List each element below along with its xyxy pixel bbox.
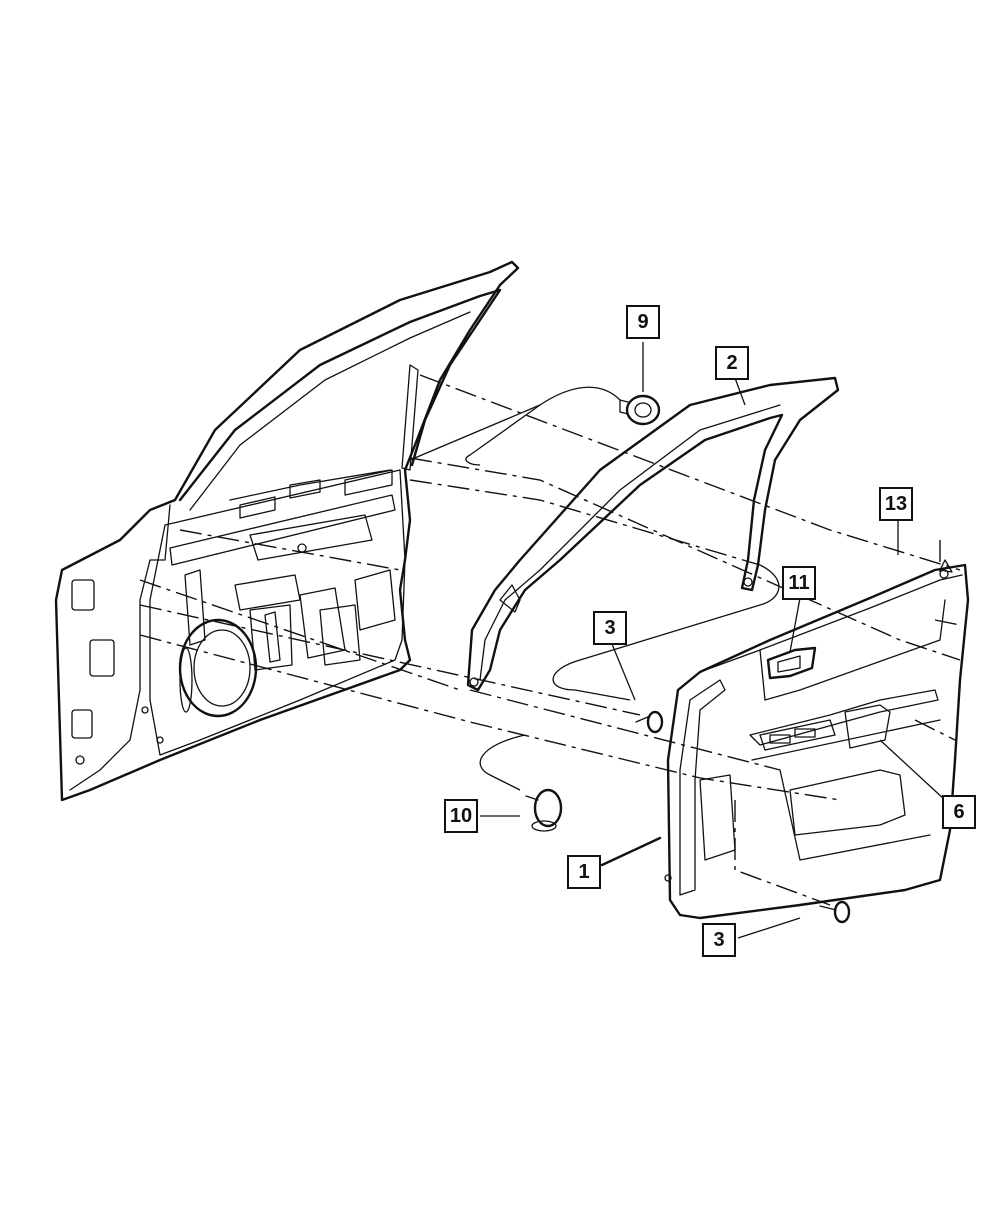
- door-shell: [54, 260, 520, 802]
- clip-part-10: [525, 788, 563, 832]
- callout-part-10: 10: [444, 799, 478, 833]
- belt-weatherstrip-part-2: [466, 376, 840, 692]
- push-pin-part-3-lower: [819, 900, 851, 924]
- callout-part-1: 1: [567, 855, 601, 889]
- callout-part-9: 9: [626, 305, 660, 339]
- grommet-part-9: [619, 394, 661, 426]
- callout-part-13: 13: [879, 487, 913, 521]
- callout-part-2: 2: [715, 346, 749, 380]
- push-pin-part-3-upper: [635, 710, 664, 734]
- callout-part-3-lower: 3: [702, 923, 736, 957]
- callout-part-6: 6: [942, 795, 976, 829]
- assembly-alignment-lines: [139, 374, 961, 906]
- callout-leaders: [480, 342, 946, 939]
- door-trim-panel-part-1: [664, 559, 970, 920]
- callout-part-3-upper: 3: [593, 611, 627, 645]
- callout-part-11: 11: [782, 566, 816, 600]
